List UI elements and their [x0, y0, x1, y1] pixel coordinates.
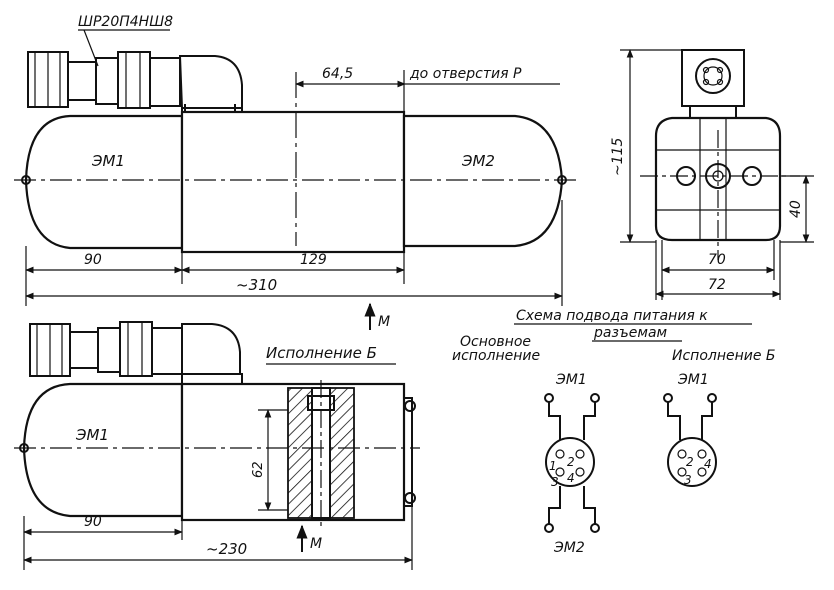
connector-socket-a — [545, 437, 595, 487]
label-m-top: М — [378, 314, 390, 330]
em1-housing-top — [24, 114, 184, 250]
pin-b-4: 4 — [704, 457, 712, 471]
dim-70: 70 — [708, 252, 726, 268]
side-view: ~115 40 70 72 — [610, 49, 814, 300]
label-basic-line2: исполнение — [452, 348, 540, 364]
label-em1-scheme-b: ЭМ1 — [677, 372, 709, 388]
scheme-variant-b: ЭМ1 2 3 4 — [663, 372, 717, 487]
label-em2-scheme-a: ЭМ2 — [553, 540, 585, 556]
dim-62: 62 — [251, 461, 266, 478]
label-basic-line1: Основное — [460, 334, 531, 350]
label-em2-top: ЭМ2 — [461, 152, 495, 170]
label-m-bottom: М — [310, 536, 322, 552]
label-connector: ШР20П4НШ8 — [78, 14, 173, 30]
label-em1-bottom: ЭМ1 — [75, 426, 109, 444]
pin-b-3: 3 — [684, 473, 692, 487]
label-em1-scheme-a: ЭМ1 — [555, 372, 587, 388]
connector-plug-bottom — [29, 321, 243, 385]
valve-body-top — [180, 110, 406, 254]
scheme-basic: ЭМ1 1 2 3 4 ЭМ2 — [544, 372, 600, 556]
wiring-schemes: Схема подвода питания к разъемам Основно… — [452, 308, 776, 556]
label-to-hole: до отверстия Р — [409, 66, 522, 82]
top-assembly-view: 64,5 до отверстия Р ШР20П4НШ8 ЭМ1 ЭМ2 90… — [14, 14, 578, 330]
label-variant-b-scheme: Исполнение Б — [672, 348, 776, 364]
label-scheme-line2: разъемам — [593, 325, 668, 341]
pin-a-1: 1 — [549, 459, 557, 473]
dim-230: ~230 — [206, 540, 247, 558]
pin-a-4: 4 — [567, 471, 575, 485]
em1-housing-bottom — [22, 382, 184, 518]
dim-90-bottom: 90 — [84, 514, 102, 530]
dim-90-top: 90 — [84, 252, 102, 268]
dim-64-5: 64,5 — [322, 66, 353, 82]
dim-72: 72 — [708, 277, 726, 293]
dim-129: 129 — [300, 252, 327, 268]
label-variant-b-title: Исполнение Б — [266, 344, 377, 362]
em2-housing-top — [402, 114, 564, 248]
pin-a-2: 2 — [567, 455, 575, 469]
hatched-section-right — [329, 387, 355, 519]
connector-socket-b — [667, 437, 717, 487]
label-em1-top: ЭМ1 — [91, 152, 125, 170]
label-scheme-line1: Схема подвода питания к — [516, 308, 708, 324]
dim-310: ~310 — [236, 276, 277, 294]
pin-b-2: 2 — [686, 455, 694, 469]
bottom-assembly-view: 62 Исполнение Б ЭМ1 90 ~230 М — [14, 321, 420, 570]
dim-40: 40 — [788, 200, 804, 218]
pin-a-3: 3 — [551, 475, 559, 489]
dim-115: ~115 — [610, 137, 626, 176]
